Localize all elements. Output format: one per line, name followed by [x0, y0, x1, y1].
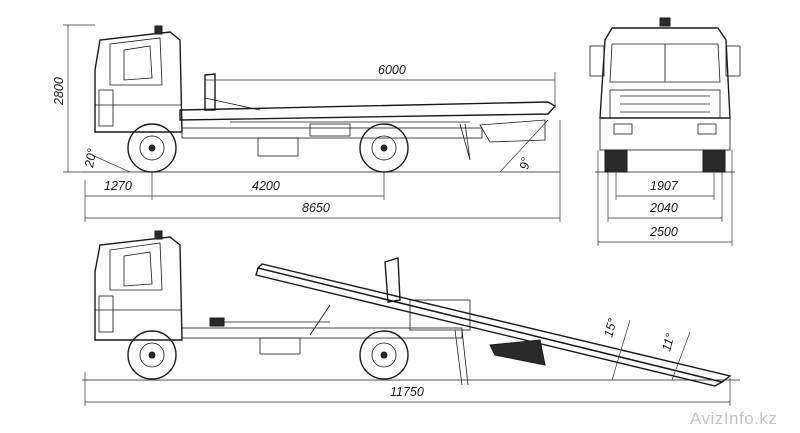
side-view-transport — [82, 25, 560, 173]
wheelbase-label: 4200 — [252, 179, 280, 193]
departure-angle-label: 9° — [517, 156, 533, 170]
platform-length-label: 6000 — [378, 63, 406, 77]
front-view — [589, 17, 741, 173]
approach-angle-label: 20° — [82, 147, 99, 169]
front-track-label: 1907 — [650, 179, 679, 193]
rear-track-label: 2040 — [649, 201, 678, 215]
loading-dimensions: 11750 15° 11° — [84, 317, 731, 406]
loaded-length-label: 11750 — [390, 385, 424, 399]
side-view-dimensions: 2800 6000 1270 4200 8650 20° 9° — [52, 24, 561, 222]
height-label: 2800 — [52, 77, 66, 106]
side-view-loading — [82, 230, 740, 387]
overall-length-label: 8650 — [302, 201, 330, 215]
ramp-angle-label: 11° — [659, 332, 677, 353]
platform-tilt-label: 15° — [601, 317, 619, 339]
front-view-dimensions: 1907 2040 2500 — [597, 150, 733, 246]
watermark: AvizInfo.kz — [690, 409, 777, 428]
front-overhang-label: 1270 — [104, 179, 132, 193]
overall-width-label: 2500 — [649, 225, 678, 239]
